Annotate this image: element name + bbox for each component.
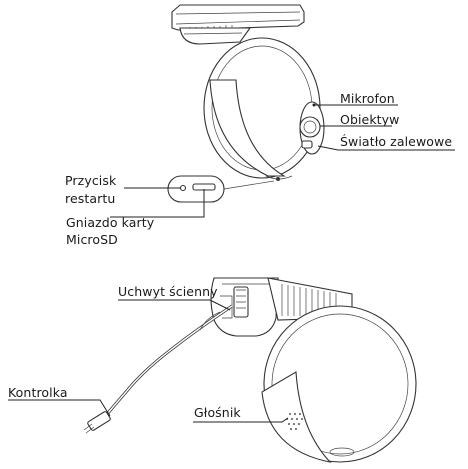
label-sd-line1: Gniazdo karty	[66, 215, 154, 230]
label-indicator: Kontrolka	[8, 385, 68, 400]
label-reset-line2: restartu	[65, 191, 115, 206]
label-wall-mount: Uchwyt ścienny	[118, 284, 218, 299]
label-speaker: Głośnik	[194, 405, 241, 420]
bottom-camera	[8, 278, 416, 462]
top-camera	[110, 5, 455, 217]
lens	[300, 117, 320, 137]
label-sd-line2: MicroSD	[66, 232, 118, 247]
top-wall-mount	[172, 5, 304, 44]
indicator-light	[87, 411, 111, 431]
label-reset-line1: Przycisk	[65, 173, 116, 188]
label-floodlight: Światło zalewowe	[340, 134, 452, 149]
top-camera-body	[204, 38, 324, 181]
floodlight	[302, 141, 312, 148]
label-microphone: Mikrofon	[340, 91, 395, 106]
bottom-camera-body	[262, 306, 416, 462]
reset-sd-detail	[168, 176, 274, 202]
label-lens: Obiektyw	[340, 112, 400, 127]
reset-button	[181, 186, 186, 191]
bottom-wall-mount	[211, 278, 278, 336]
